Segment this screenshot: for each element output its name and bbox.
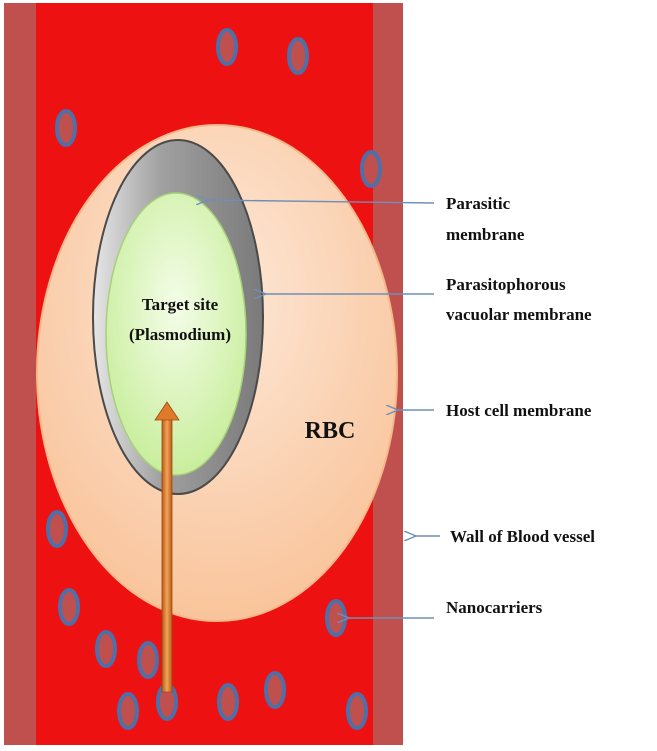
vessel-wall-left xyxy=(4,3,36,745)
nanocarrier xyxy=(137,641,159,679)
parasitic-membrane-pointer xyxy=(206,200,435,203)
nanocarrier xyxy=(46,510,68,548)
target-site-label: Target site xyxy=(142,295,219,314)
parasitic-membrane-label: Parasitic xyxy=(446,194,511,213)
nanocarrier xyxy=(264,671,286,709)
rbc-label: RBC xyxy=(305,418,356,444)
nanocarrier xyxy=(360,150,382,188)
pvm-label-line2: vacuolar membrane xyxy=(446,305,592,324)
host-cell-membrane-label: Host cell membrane xyxy=(446,401,592,420)
plasmodium-target-site xyxy=(105,192,247,476)
nanocarriers-label: Nanocarriers xyxy=(446,598,543,617)
nanocarrier xyxy=(55,109,77,147)
nanocarrier xyxy=(325,599,347,637)
parasitic-membrane-label-line2: membrane xyxy=(446,225,525,244)
nanocarrier xyxy=(216,28,238,66)
nanocarrier xyxy=(346,692,368,730)
plasmodium-label: (Plasmodium) xyxy=(129,325,231,344)
nanocarrier xyxy=(95,630,117,668)
delivery-arrow xyxy=(154,401,180,693)
nanocarrier xyxy=(58,588,80,626)
pvm-label: Parasitophorous xyxy=(446,275,566,294)
nanocarrier xyxy=(217,683,239,721)
nanocarrier xyxy=(287,37,309,75)
wall-of-blood-vessel-label: Wall of Blood vessel xyxy=(450,527,595,546)
nanocarrier xyxy=(117,692,139,730)
